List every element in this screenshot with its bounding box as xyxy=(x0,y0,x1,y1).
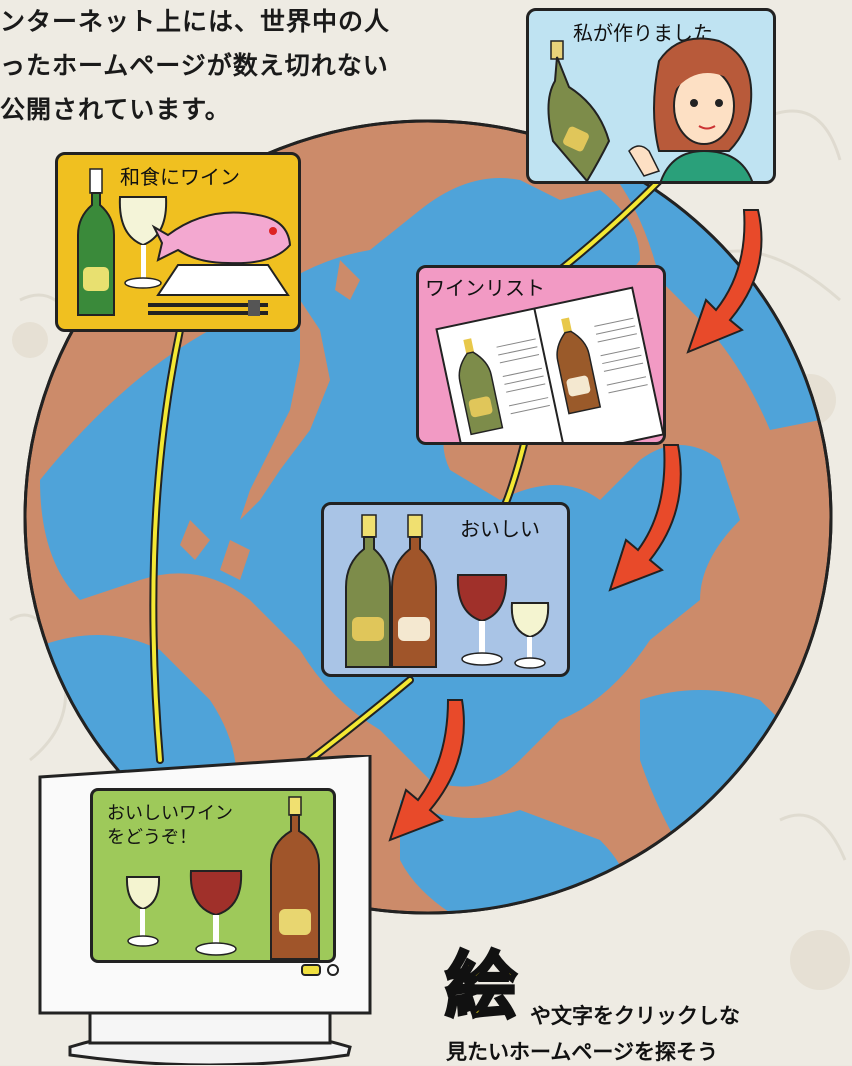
arrow-icon xyxy=(608,444,682,592)
footer-line-2: 見たいホームページを探そう xyxy=(446,1040,718,1064)
wine-bottle-icon xyxy=(77,168,115,316)
wine-bottle-icon xyxy=(270,796,320,960)
wine-bottle-icon xyxy=(556,317,602,415)
monitor-label-line1: おいしいワイン xyxy=(107,803,233,824)
wine-glass-icon xyxy=(118,196,168,289)
card-oishii[interactable]: おいしい xyxy=(321,502,570,677)
chopsticks-icon xyxy=(148,300,268,316)
intro-text: ンターネット上には、世界中の人 ったホームページが数え切れない 公開されています… xyxy=(0,0,520,132)
wine-list-book xyxy=(435,286,663,442)
card-washoku[interactable]: 和食にワイン xyxy=(55,152,301,332)
intro-line-2: ったホームページが数え切れない xyxy=(0,51,389,80)
wine-bottle-icon xyxy=(345,514,391,668)
wine-bottle-icon xyxy=(458,338,504,436)
arrow-icon xyxy=(686,209,763,354)
arrows xyxy=(388,209,763,842)
monitor-label-line2: をどうぞ！ xyxy=(107,827,197,848)
footer-line-1: や文字をクリックしな xyxy=(530,1004,740,1028)
wine-glass-icon xyxy=(125,876,161,947)
arrow-icon xyxy=(388,699,465,842)
wine-glass-icon xyxy=(456,574,508,666)
wine-glass-icon xyxy=(189,870,243,956)
wine-bottle-icon xyxy=(547,40,611,181)
card-oishii-label: おいしい xyxy=(460,517,540,541)
fish-icon xyxy=(151,211,292,296)
card-winelist-label: ワインリスト xyxy=(425,276,545,300)
intro-line-1: ンターネット上には、世界中の人 xyxy=(0,7,391,36)
monitor[interactable]: おいしいワイン をどうぞ！ xyxy=(30,755,378,1065)
wine-glass-icon xyxy=(510,602,550,669)
wine-bottle-icon xyxy=(391,514,437,668)
card-winelist[interactable]: ワインリスト xyxy=(416,265,666,445)
card-washoku-label: 和食にワイン xyxy=(120,165,240,189)
monitor-screen[interactable]: おいしいワイン をどうぞ！ xyxy=(90,788,336,963)
woman-avatar xyxy=(628,37,753,181)
footer-big-char: 絵 xyxy=(443,944,518,1028)
card-author[interactable]: 私が作りました xyxy=(526,8,776,184)
intro-line-3: 公開されています。 xyxy=(0,95,231,124)
link-lines xyxy=(151,178,662,777)
